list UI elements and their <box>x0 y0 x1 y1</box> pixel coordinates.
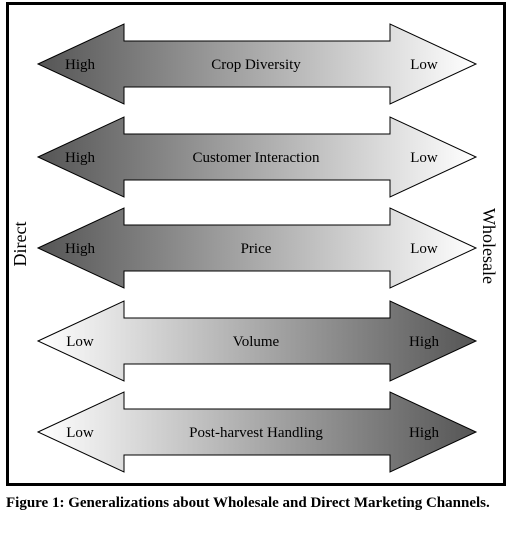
arrow-left-value: High <box>65 241 96 257</box>
arrow-label: Post-harvest Handling <box>189 425 323 441</box>
arrow-right-value: High <box>409 425 440 441</box>
figure-caption: Figure 1: Generalizations about Wholesal… <box>6 495 490 511</box>
double-arrow-shape <box>36 207 478 289</box>
arrow-label: Crop Diversity <box>211 57 301 73</box>
double-arrow-shape <box>36 300 478 382</box>
arrow-right-value: Low <box>410 57 438 73</box>
arrow-left-value: High <box>65 57 96 73</box>
arrow-label: Price <box>241 241 272 257</box>
arrow-left-value: Low <box>66 425 94 441</box>
arrow-right-value: Low <box>410 241 438 257</box>
double-arrow-shape <box>36 23 478 105</box>
double-arrow-shape <box>36 116 478 198</box>
direct-axis-label: Direct <box>10 222 30 267</box>
arrow-left-value: Low <box>66 334 94 350</box>
double-arrow-shape <box>36 391 478 473</box>
arrow-label: Volume <box>233 334 280 350</box>
arrow-right-value: High <box>409 334 440 350</box>
wholesale-axis-label: Wholesale <box>479 208 499 284</box>
arrow-right-value: Low <box>410 150 438 166</box>
arrow-left-value: High <box>65 150 96 166</box>
arrow-label: Customer Interaction <box>192 150 320 166</box>
